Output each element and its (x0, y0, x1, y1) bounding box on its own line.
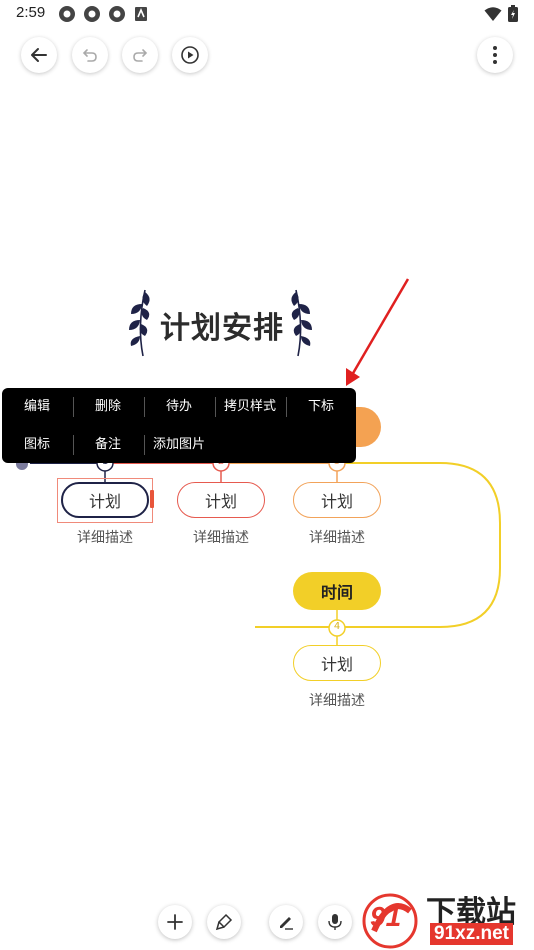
download-notification-icon (135, 7, 147, 21)
context-menu: 编辑 删除 待办 拷贝样式 下标 图标 备注 添加图片 (2, 388, 356, 463)
plan-node-desc[interactable]: 详细描述 (309, 530, 365, 546)
menu-divider (215, 397, 216, 417)
site-watermark: 91 下载站 91xz.net (360, 885, 534, 950)
app-notification-icon (84, 6, 100, 22)
undo-button[interactable] (72, 37, 108, 73)
menu-item-note[interactable]: 备注 (95, 437, 122, 452)
more-button[interactable] (477, 37, 513, 73)
notification-icons (58, 5, 149, 23)
laurel-left-icon (129, 289, 150, 357)
battery-icon (508, 5, 518, 22)
back-button[interactable] (21, 37, 57, 73)
pen-button[interactable] (269, 905, 303, 939)
plan-node-desc[interactable]: 详细描述 (193, 530, 249, 546)
plan-node[interactable]: 计划 (177, 482, 265, 518)
watermark-logo-number: 91 (370, 901, 402, 932)
menu-item-add-image[interactable]: 添加图片 (153, 437, 206, 452)
plan-node-desc[interactable]: 详细描述 (77, 530, 133, 546)
app-notification-icon (109, 6, 125, 22)
menu-item-copy-style[interactable]: 拷贝样式 (224, 399, 277, 414)
paint-brush-icon (215, 913, 233, 931)
menu-item-edit[interactable]: 编辑 (24, 399, 51, 414)
laurel-right-icon (291, 289, 312, 357)
menu-divider (144, 435, 145, 455)
more-vertical-icon (493, 46, 497, 64)
voice-button[interactable] (318, 905, 352, 939)
plan-node[interactable]: 计划 (293, 482, 381, 518)
time-pill[interactable]: 时间 (293, 572, 381, 610)
step-marker (328, 619, 346, 637)
menu-divider (73, 397, 74, 417)
plan-node-desc[interactable]: 详细描述 (309, 693, 365, 709)
play-button[interactable] (172, 37, 208, 73)
wifi-icon (484, 6, 502, 21)
arrow-left-icon (31, 48, 47, 62)
step-number: 4 (333, 621, 341, 632)
menu-divider (73, 435, 74, 455)
style-button[interactable] (207, 905, 241, 939)
microphone-icon (328, 914, 342, 930)
redo-button[interactable] (122, 37, 158, 73)
status-bar: 2:59 (0, 0, 534, 28)
status-right-icons (484, 5, 518, 22)
resize-handle[interactable] (150, 490, 154, 508)
menu-divider (144, 397, 145, 417)
add-button[interactable] (158, 905, 192, 939)
menu-item-todo[interactable]: 待办 (166, 399, 193, 414)
plus-icon (167, 914, 183, 930)
watermark-logo-icon (362, 893, 418, 949)
annotation-arrow-head (346, 368, 360, 386)
plan-node[interactable]: 计划 (61, 482, 149, 518)
pen-icon (280, 917, 293, 930)
mindmap-title[interactable]: 计划安排 (160, 311, 284, 346)
watermark-url: 91xz.net (430, 923, 513, 945)
status-time: 2:59 (16, 4, 46, 21)
timeline-curve (255, 462, 501, 628)
app-notification-icon (59, 6, 75, 22)
menu-item-subscript[interactable]: 下标 (308, 399, 335, 414)
menu-item-icon[interactable]: 图标 (24, 437, 51, 452)
undo-icon (82, 49, 97, 62)
annotation-arrow-line (350, 278, 410, 376)
menu-divider (286, 397, 287, 417)
play-icon (181, 46, 199, 64)
plan-node[interactable]: 计划 (293, 645, 381, 681)
redo-icon (133, 49, 148, 62)
menu-item-delete[interactable]: 删除 (95, 399, 122, 414)
